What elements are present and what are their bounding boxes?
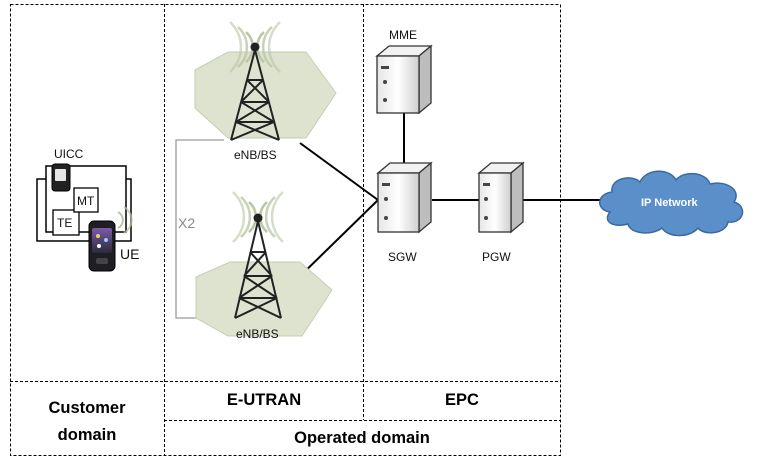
enb-top: eNB/BS bbox=[194, 21, 337, 162]
signal-icon bbox=[232, 191, 284, 243]
sgw-server: SGW bbox=[376, 161, 433, 264]
customer-domain-title-line1: Customer bbox=[48, 399, 126, 417]
ip-network-label: IP Network bbox=[641, 197, 699, 209]
ue-device: UICC TE MT UE bbox=[36, 147, 139, 272]
operated-domain-title: Operated domain bbox=[294, 429, 430, 447]
te-box bbox=[52, 209, 80, 236]
enb-bottom-label: eNB/BS bbox=[236, 327, 279, 341]
enb-top-label: eNB/BS bbox=[234, 148, 277, 162]
customer-domain-title-line2: domain bbox=[58, 426, 117, 444]
x2-label: X2 bbox=[178, 215, 195, 231]
sim-card-icon bbox=[51, 163, 71, 192]
smartphone-icon bbox=[88, 220, 116, 272]
antenna-tower-icon bbox=[230, 42, 280, 141]
te-label: TE bbox=[57, 216, 72, 230]
mt-label: MT bbox=[77, 194, 95, 208]
enb-bottom: eNB/BS bbox=[195, 191, 333, 341]
mme-label: MME bbox=[389, 28, 417, 42]
sgw-label: SGW bbox=[388, 250, 417, 264]
signal-icon bbox=[229, 21, 281, 73]
domain-titles: Customer domain E-UTRAN EPC Operated dom… bbox=[48, 391, 479, 447]
eutran-title: E-UTRAN bbox=[227, 391, 301, 409]
mt-box bbox=[73, 187, 99, 213]
epc-title: EPC bbox=[445, 391, 479, 409]
ue-label: UE bbox=[120, 246, 139, 262]
pgw-server: PGW bbox=[477, 161, 525, 264]
antenna-tower-icon bbox=[234, 213, 282, 319]
mme-server: MME bbox=[375, 28, 433, 115]
ip-network-cloud: IP Network bbox=[599, 170, 744, 237]
signal-icon bbox=[117, 206, 133, 234]
network-links bbox=[291, 97, 605, 285]
pgw-label: PGW bbox=[482, 250, 511, 264]
uicc-label: UICC bbox=[54, 147, 84, 161]
